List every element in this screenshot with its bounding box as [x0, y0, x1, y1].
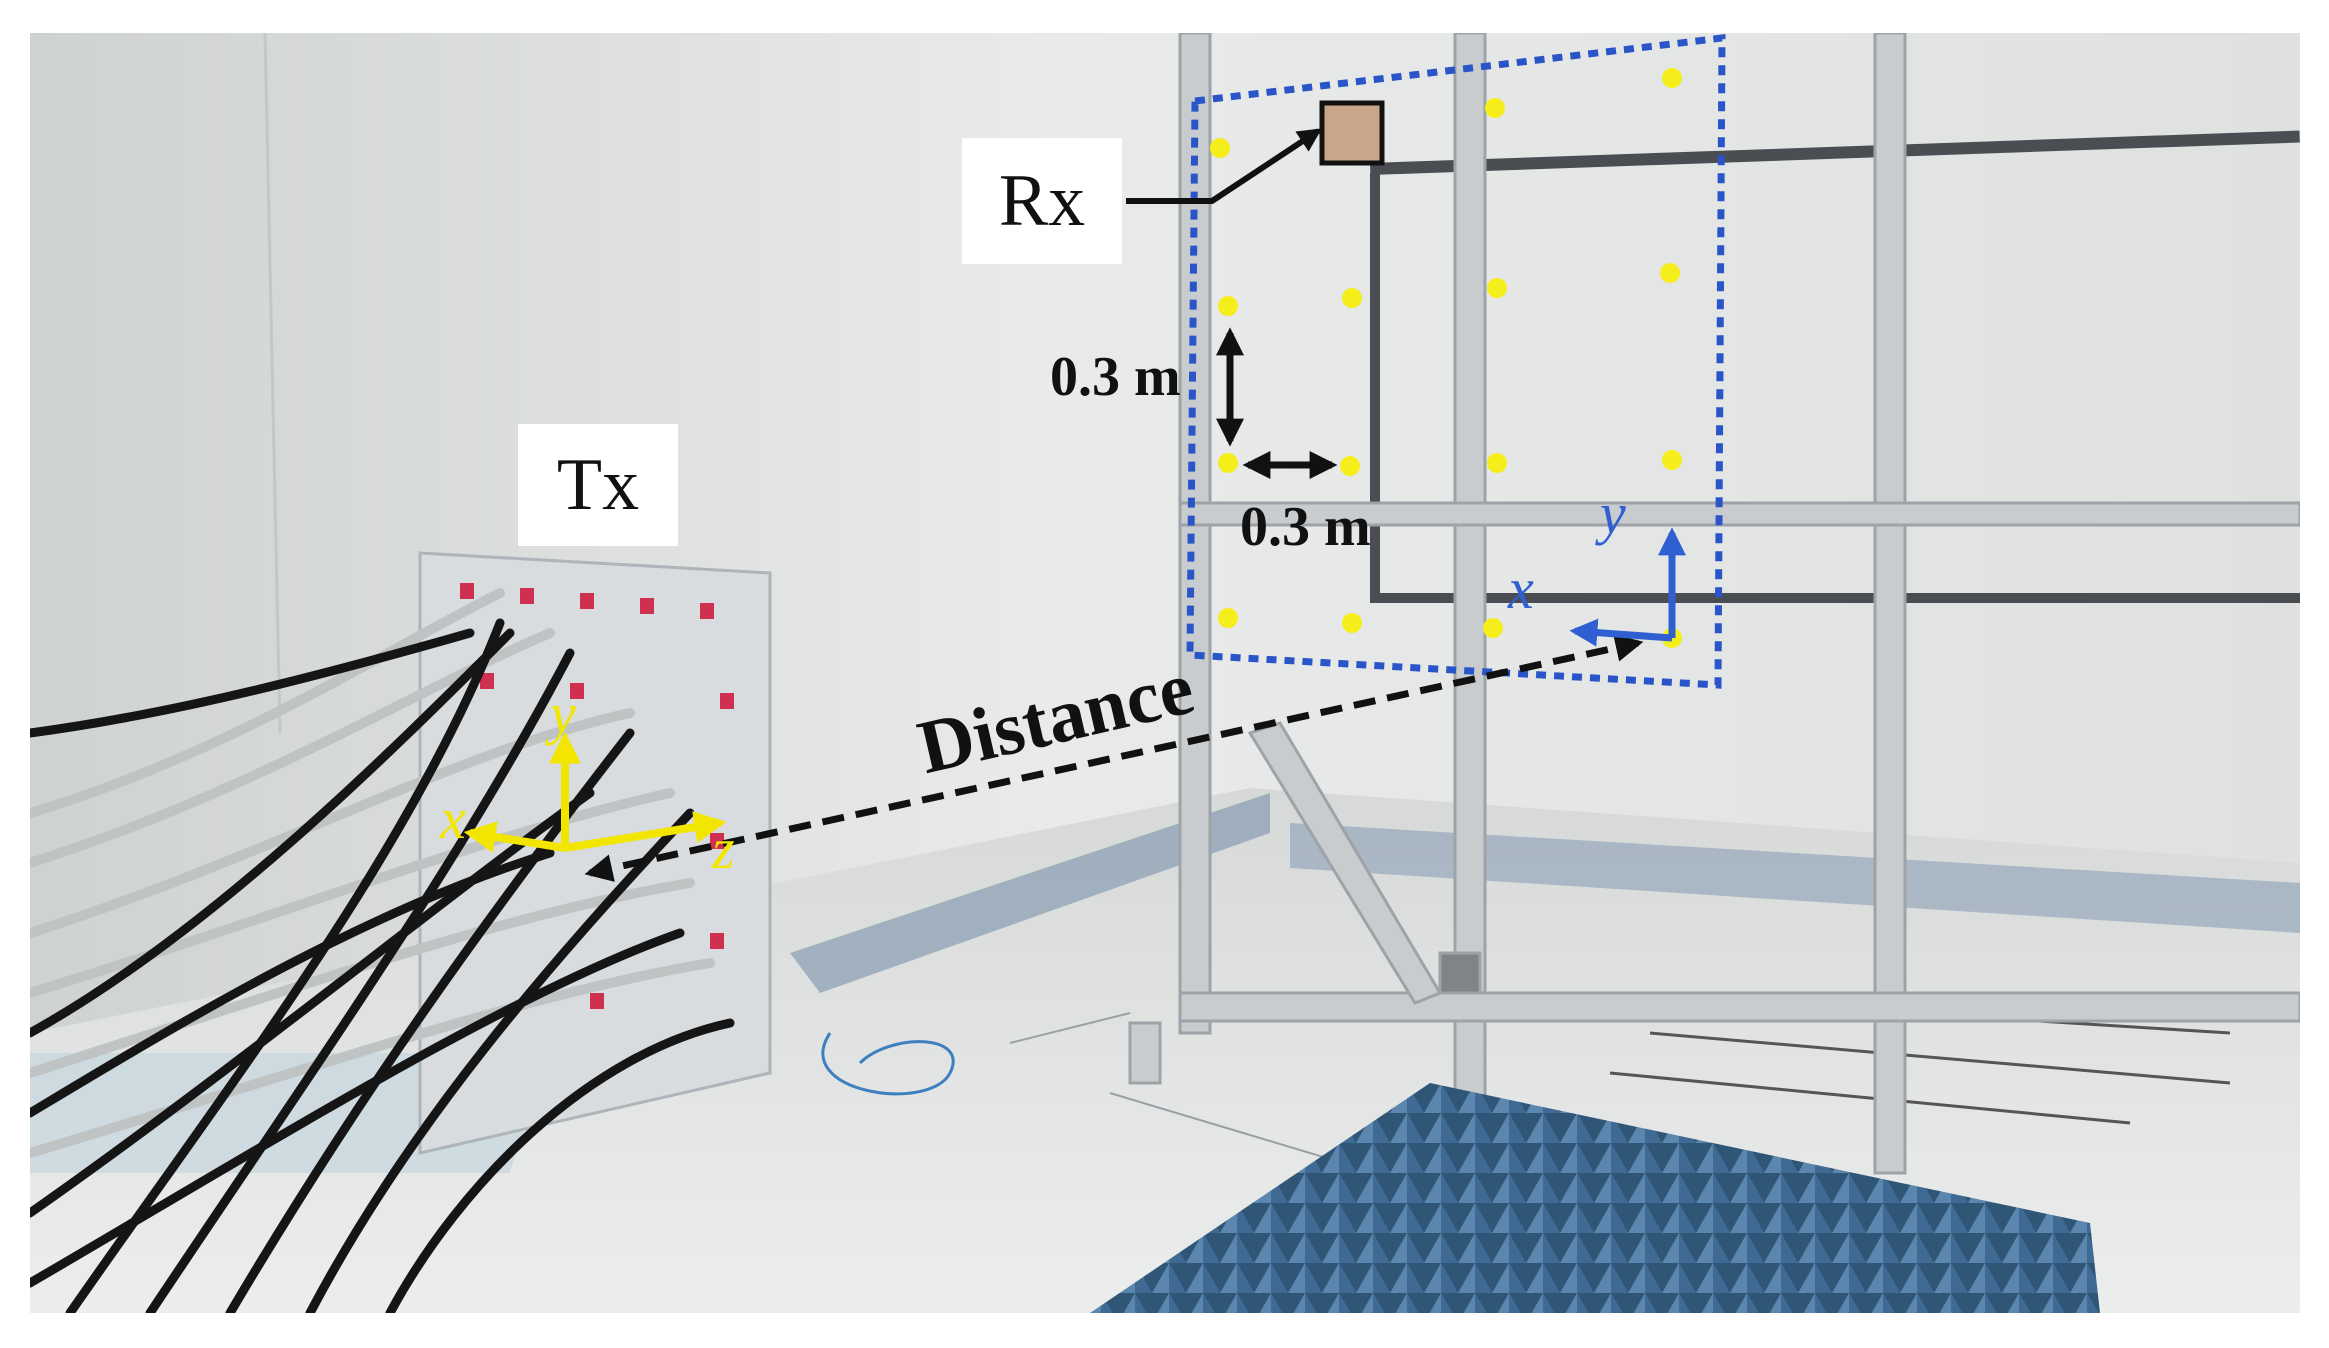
horizontal-spacing-label: 0.3 m — [1240, 496, 1371, 558]
rx-axes — [1569, 527, 1686, 647]
tx-axis-y-label: y — [550, 681, 576, 746]
rx-axis-x-label: x — [1508, 556, 1534, 621]
vertical-spacing-label: 0.3 m — [1050, 346, 1181, 408]
tx-label: Tx — [518, 424, 678, 546]
rx-grid-points — [1210, 68, 1682, 648]
distance-arrow — [584, 634, 1644, 882]
rx-grid-boundary — [1186, 34, 1726, 689]
absorber-mat — [1090, 1083, 2100, 1313]
lab-photo — [30, 33, 2300, 1313]
rx-axis-y-label: y — [1600, 481, 1626, 546]
rx-antenna — [1319, 100, 1385, 166]
tx-axis-x-label: x — [440, 786, 466, 851]
tx-axis-z-label: z — [712, 816, 735, 881]
rx-label: Rx — [962, 138, 1122, 264]
rx-callout-line — [1126, 128, 1323, 204]
tx-axes — [463, 731, 727, 853]
